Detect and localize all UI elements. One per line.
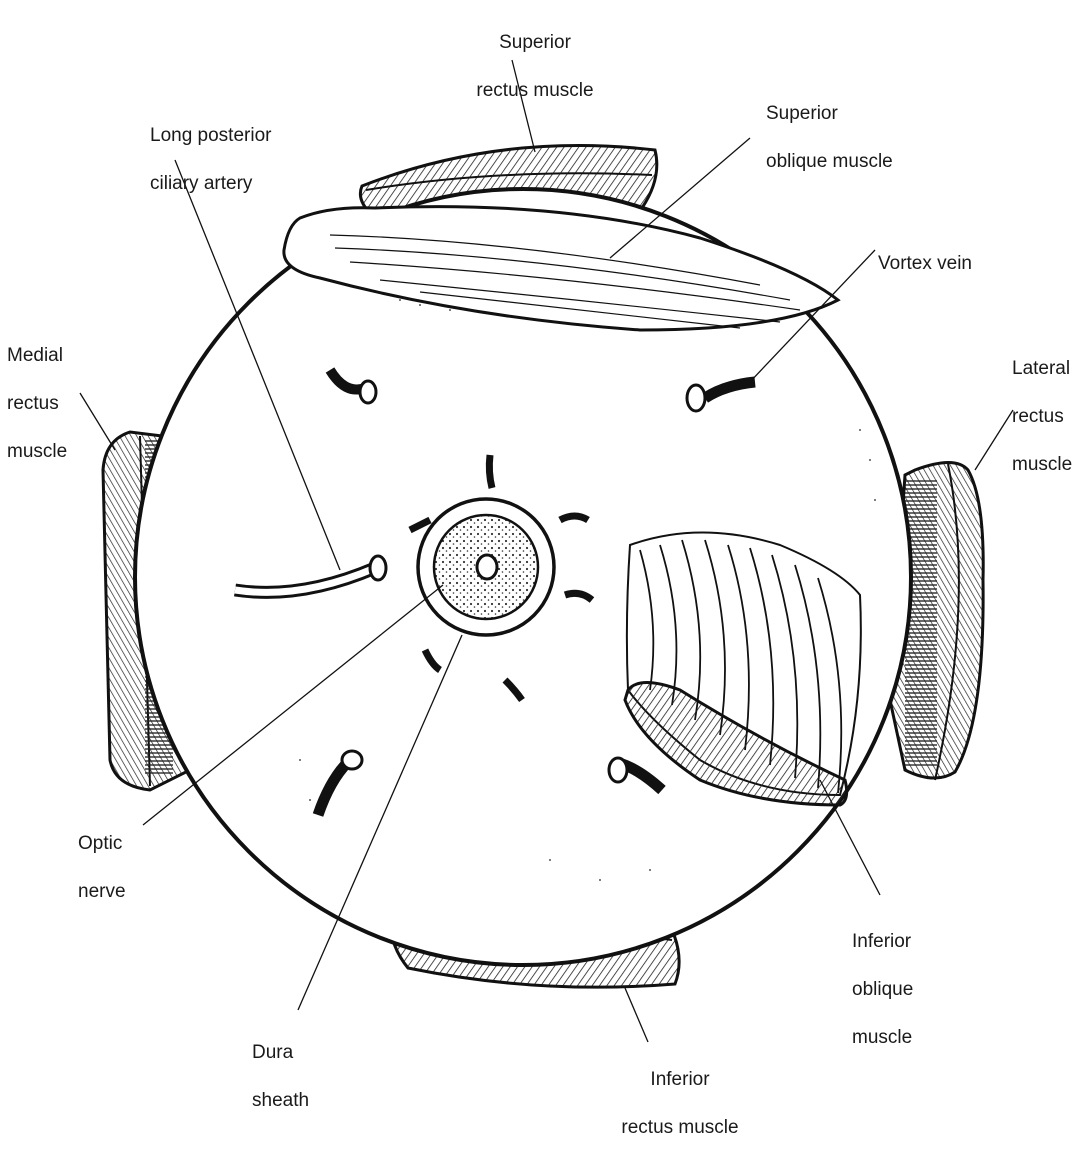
label-superior-oblique-muscle: Superior oblique muscle (766, 78, 926, 198)
label-inferior-oblique-muscle: Inferior oblique muscle (852, 906, 952, 1074)
label-optic-nerve: Optic nerve (78, 808, 158, 928)
label-lateral-rectus-muscle: Lateral rectus muscle (1012, 333, 1092, 501)
optic-nerve (418, 499, 554, 635)
label-inferior-rectus-muscle: Inferior rectus muscle (605, 1044, 755, 1164)
label-medial-rectus-muscle: Medial rectus muscle (7, 320, 97, 488)
label-dura-sheath: Dura sheath (252, 1017, 342, 1137)
label-superior-rectus-muscle: Superior rectus muscle (470, 7, 600, 127)
label-long-posterior-ciliary-artery: Long posterior ciliary artery (150, 100, 310, 220)
label-vortex-vein: Vortex vein (878, 228, 1008, 300)
